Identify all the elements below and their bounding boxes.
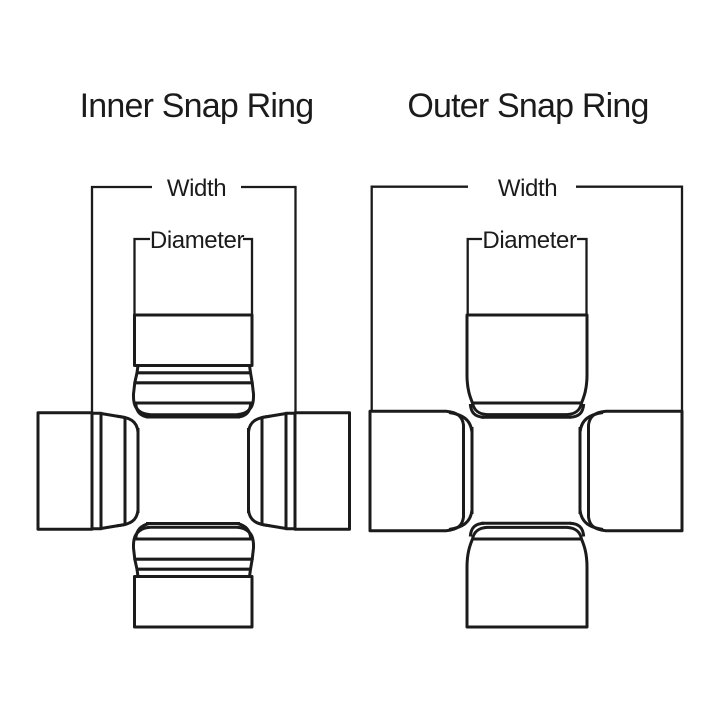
inner-right-cap-body <box>293 411 351 531</box>
outer-snap-ring-diagram: Outer Snap Ring Width Diameter <box>368 87 684 629</box>
outer-ujoint-cross-drawing <box>368 313 684 629</box>
inner-corner-fillets <box>116 403 271 539</box>
outer-diameter-label: Diameter <box>482 227 577 254</box>
inner-left-cap-taper <box>99 412 127 530</box>
outer-top-bearing-cap <box>465 313 589 417</box>
inner-right-bearing-cap <box>260 411 351 531</box>
inner-right-cap-taper <box>260 412 288 530</box>
outer-bottom-bearing-cap <box>465 525 589 629</box>
inner-snap-ring-diagram: Inner Snap Ring Width Diameter <box>36 87 351 629</box>
inner-diameter-bracket <box>133 237 254 317</box>
inner-left-cap-body <box>36 411 94 531</box>
outer-center-body <box>470 415 582 525</box>
inner-center-body <box>136 415 250 525</box>
outer-top-cap-body <box>465 313 589 417</box>
inner-bottom-bearing-cap <box>131 525 256 629</box>
inner-ujoint-cross-drawing <box>36 313 351 629</box>
inner-top-cap-body <box>133 313 254 367</box>
outer-left-cap-body <box>368 409 465 533</box>
inner-top-cap-flange <box>131 381 256 417</box>
inner-left-bearing-cap <box>36 411 127 531</box>
inner-diagram-title: Inner Snap Ring <box>80 87 314 125</box>
outer-width-bracket <box>370 185 684 413</box>
outer-corner-fillets <box>448 403 604 537</box>
outer-right-cap-body <box>587 409 684 533</box>
outer-diameter-bracket <box>466 237 588 317</box>
outer-diagram-title: Outer Snap Ring <box>407 87 648 125</box>
inner-top-bearing-cap <box>131 313 256 417</box>
inner-width-label: Width <box>167 175 226 202</box>
inner-bottom-cap-flange <box>131 525 256 561</box>
inner-bottom-cap-body <box>133 575 254 629</box>
inner-width-bracket <box>90 185 297 413</box>
outer-width-label: Width <box>498 175 557 202</box>
outer-bottom-cap-body <box>465 525 589 629</box>
inner-diameter-label: Diameter <box>150 227 245 254</box>
